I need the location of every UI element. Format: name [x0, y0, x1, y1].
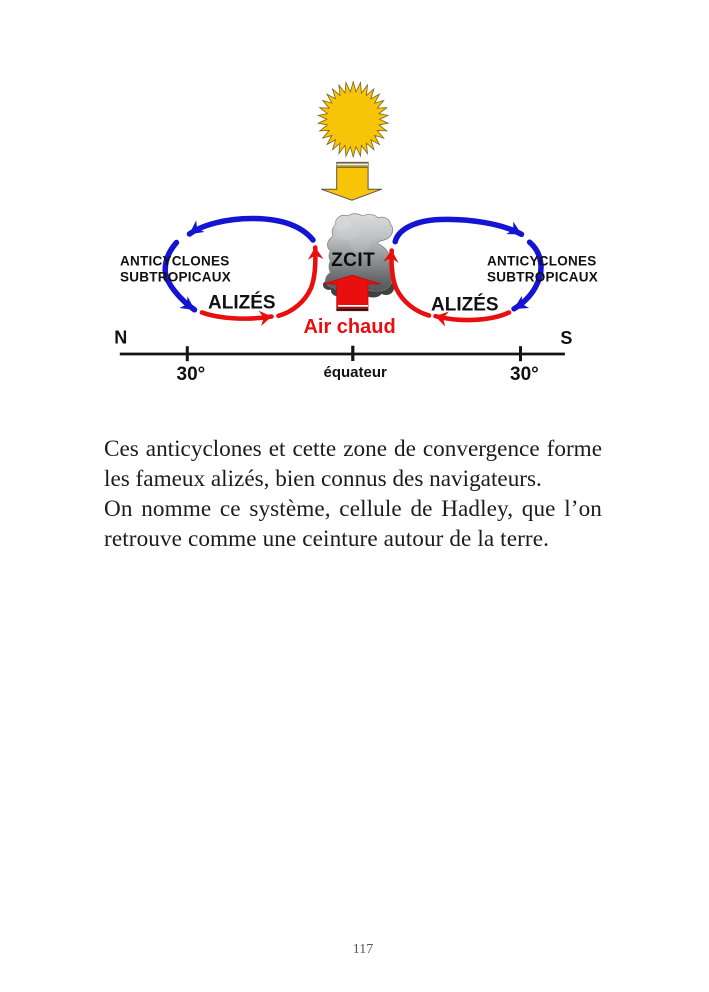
- svg-text:ANTICYCLONES: ANTICYCLONES: [120, 253, 230, 268]
- svg-text:SUBTROPICAUX: SUBTROPICAUX: [487, 269, 598, 284]
- svg-text:ALIZÉS: ALIZÉS: [431, 293, 499, 315]
- svg-text:ZCIT: ZCIT: [331, 250, 375, 271]
- svg-text:N: N: [114, 327, 127, 347]
- svg-text:30°: 30°: [177, 364, 206, 385]
- svg-text:Air chaud: Air chaud: [303, 316, 395, 338]
- svg-text:ALIZÉS: ALIZÉS: [208, 291, 276, 313]
- svg-text:ANTICYCLONES: ANTICYCLONES: [487, 253, 597, 268]
- svg-text:équateur: équateur: [324, 364, 388, 381]
- svg-text:30°: 30°: [510, 364, 539, 385]
- svg-text:S: S: [560, 328, 572, 348]
- svg-text:SUBTROPICAUX: SUBTROPICAUX: [120, 269, 231, 284]
